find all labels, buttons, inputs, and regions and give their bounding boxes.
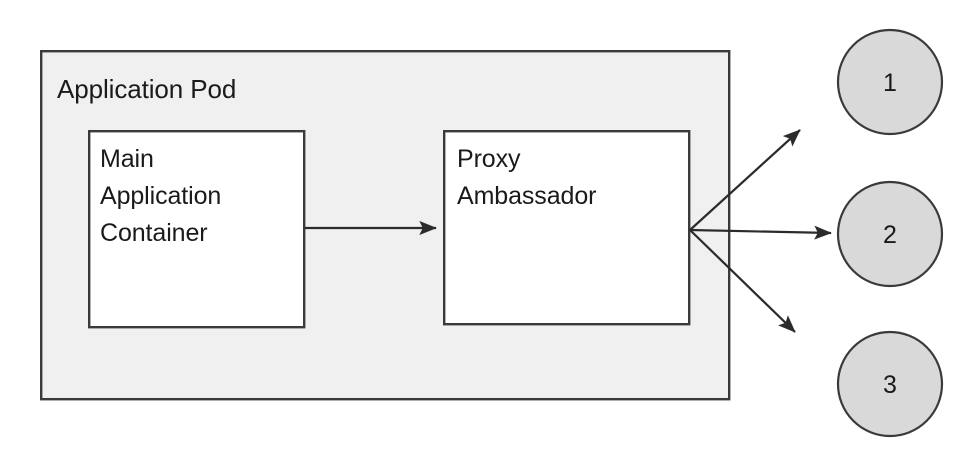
endpoint-2-label: 2 <box>883 221 897 249</box>
endpoint-3-circle <box>836 330 944 438</box>
endpoint-2-circle <box>836 180 944 288</box>
proxy-to-endpoint-2-arrow <box>689 225 832 240</box>
main-application-container-box <box>87 129 306 329</box>
proxy-ambassador-container-box <box>443 129 691 326</box>
endpoint-3-label: 3 <box>883 371 897 399</box>
endpoint-1-circle <box>836 28 944 136</box>
proxy-to-endpoint-1-arrow <box>689 129 801 231</box>
proxy-to-endpoint-3-arrow <box>689 229 796 333</box>
proxy-ambassador-container-label: Proxy Ambassador <box>457 145 597 210</box>
main-application-container-label: Main Application Container <box>100 145 222 247</box>
application-pod-label: Application Pod <box>57 74 237 104</box>
endpoint-1-label: 1 <box>883 69 897 97</box>
